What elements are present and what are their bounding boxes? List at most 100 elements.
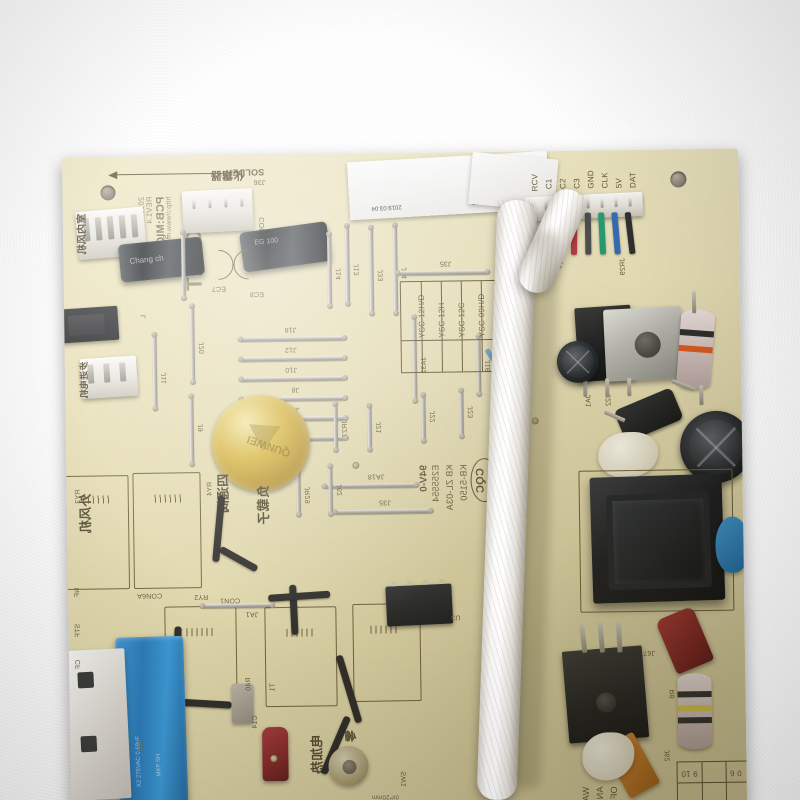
pin-label-c1: C1 <box>544 178 554 190</box>
ref-con3: SW1 <box>400 771 408 788</box>
ref-j2: J33 <box>377 269 385 282</box>
regulator-lead-3 <box>627 378 632 397</box>
model-row-ysc12h: YSC-12H <box>437 302 447 338</box>
resistor-r8 <box>677 672 713 750</box>
ref-nf: NF <box>74 587 82 598</box>
jumper-j13 <box>344 225 351 305</box>
ul-part: KB-5150 <box>458 464 469 501</box>
model-row-ysc12hd: YSC-12H/D <box>416 294 427 339</box>
ref-r40: R40 <box>245 677 253 691</box>
jumper-j34 <box>333 404 339 451</box>
jumper-j9 <box>189 396 195 465</box>
ref-j10: J10 <box>285 365 298 373</box>
ref-j35: J35 <box>378 498 391 506</box>
ref-ja18: JA18 <box>367 472 385 480</box>
ref-r8: R8 <box>669 689 677 699</box>
ref-j18: J18 <box>284 325 297 333</box>
ref-u8: U3 <box>451 613 461 621</box>
connector-cn2-top <box>181 188 254 234</box>
wire-rcv <box>624 211 636 255</box>
ref-j22: J22 <box>605 394 613 407</box>
pin-label-dat: DAT <box>628 171 638 189</box>
transformer-silkscreen-outline <box>578 468 735 613</box>
label-sensor-cn: 化霜器 <box>210 168 245 182</box>
jumper-j17 <box>397 270 488 276</box>
ref-j33: JR29 <box>304 486 312 504</box>
x2-cap-text-2: MKP SH <box>155 753 163 777</box>
relay-outline-ry4 <box>132 472 203 590</box>
solder-pad <box>352 461 360 469</box>
label-indoor-fan-cn: 室内风机 <box>76 213 89 255</box>
jumper-j33 <box>296 470 302 515</box>
jumper-j62 <box>328 466 334 515</box>
ref-j24: J23 <box>467 406 475 419</box>
relay-coil-symbol-2 <box>152 494 183 503</box>
label-live-cn: 负载子 <box>256 485 273 525</box>
jumper-j2 <box>369 227 375 314</box>
ref-j14: J14 <box>335 268 343 281</box>
warning-rating-cell-1: 9 10 <box>681 769 698 779</box>
tact-switch-sw1[interactable] <box>62 305 120 344</box>
model-row-ysc12c: YSC-12C <box>457 302 467 338</box>
jumper-ja1 <box>202 603 273 609</box>
ref-ec8: EC8 <box>249 290 264 298</box>
jumper-j32 <box>421 394 426 442</box>
ref-ja1: JA1 <box>245 610 259 618</box>
ref-j32: J22 <box>429 410 437 423</box>
ul-vendor: KB ZL-03A <box>444 464 455 511</box>
pin-label-gnd: GND <box>586 170 596 189</box>
ref-c14: C14 <box>251 715 259 729</box>
wire-c1 <box>611 212 621 255</box>
solder-arrow-graphic <box>108 170 227 180</box>
jumper-j31 <box>367 405 373 450</box>
jumper-j12 <box>240 356 345 362</box>
ref-j20: J20 <box>198 342 206 355</box>
label-date: 2019.03.04 <box>371 203 402 212</box>
pin-label-5v: 5V <box>614 177 624 189</box>
capacitor-polarity-mark-1 <box>203 250 233 280</box>
jumper-j14b <box>327 234 333 307</box>
relay-coil-symbol-5 <box>368 625 399 634</box>
ref-c13: C13 <box>138 738 146 753</box>
fusible-resistor-r5 <box>675 308 716 391</box>
ref-ec7: EC7 <box>211 284 226 292</box>
transistor-lead-3 <box>616 622 623 653</box>
pin-label-clk: CLK <box>600 172 610 189</box>
ref-sw1: L <box>140 314 148 320</box>
ref-j34: JR27 <box>341 420 349 438</box>
ref-j12: J12 <box>284 345 297 353</box>
transistor-lead-1 <box>579 624 588 653</box>
black-wire-jumper-2 <box>218 545 259 573</box>
red-capacitor-c14 <box>261 726 289 782</box>
wire-c3 <box>584 212 592 255</box>
ref-jr29: J67 <box>643 648 656 656</box>
jumper-j35 <box>334 508 431 515</box>
ref-con2: CON6A <box>136 591 163 599</box>
jumper-j10 <box>241 376 346 382</box>
pcb-revision: REV1.4 <box>144 196 154 224</box>
pin-label-rcv: RCV <box>530 173 540 192</box>
ref-j8: J8 <box>291 385 300 393</box>
ref-j11: J11 <box>161 372 169 385</box>
label-outdoor-fan-cn: 外风机 <box>78 493 95 534</box>
terminal-block-white <box>62 648 132 800</box>
relay-outline-ry3 <box>62 475 131 591</box>
label-stepper-cn: 步进电机 <box>79 361 91 399</box>
jumper-j11 <box>152 334 158 409</box>
black-wire-jumper-8 <box>267 590 331 602</box>
jumper-j20 <box>190 306 196 383</box>
relay-coil-symbol-4 <box>284 628 315 637</box>
mounting-hole-topright <box>670 171 687 188</box>
ref-j13: J13 <box>353 263 361 276</box>
model-row-ysc09hd: YSC-09H/D <box>476 293 487 338</box>
warning-rating-table: 9 10 0 6 <box>676 760 748 800</box>
ref-ry2: RY2 <box>193 593 209 601</box>
ul-file-number: E255554 <box>430 464 441 503</box>
pin-label-c3: C3 <box>572 178 582 189</box>
resistor-lead-top <box>691 291 697 314</box>
mounting-hole-topleft <box>100 185 116 201</box>
blue-capacitor-small <box>715 516 748 573</box>
warning-line3: OF FIRE REPLACE <box>609 786 620 800</box>
ring-terminal-hole <box>342 759 357 775</box>
